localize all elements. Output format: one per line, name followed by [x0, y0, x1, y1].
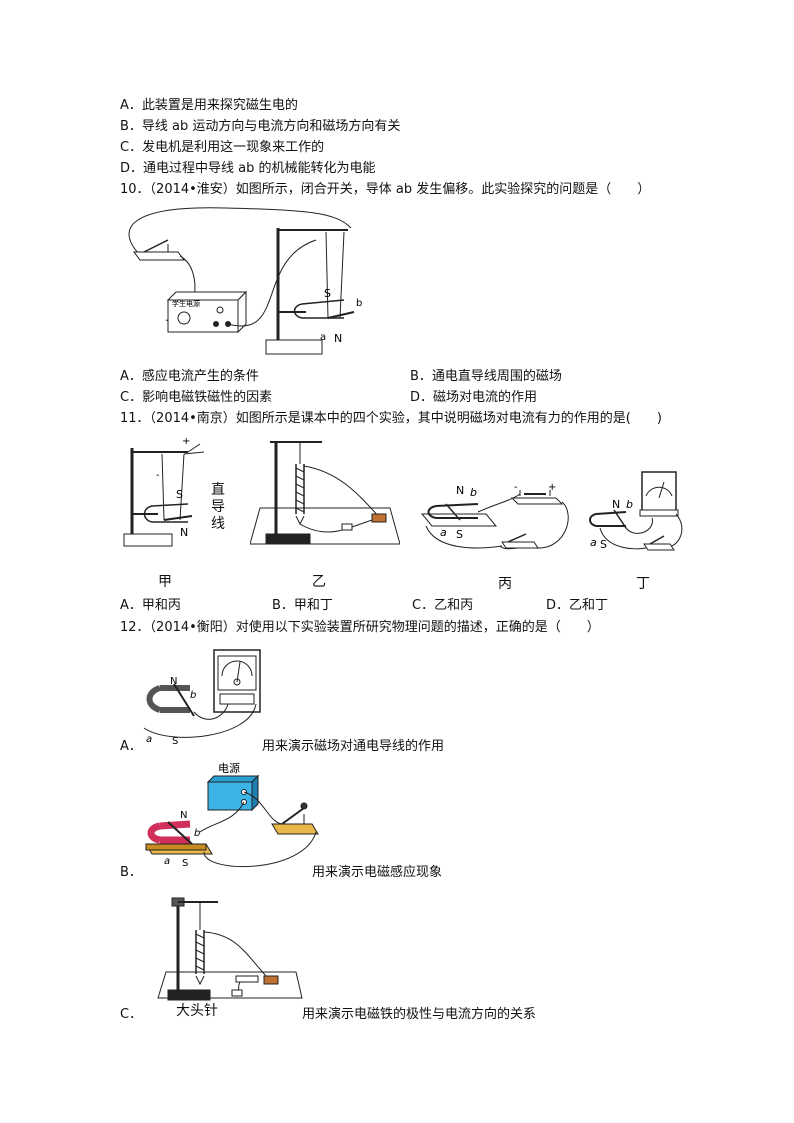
q12a-s: S	[172, 736, 178, 747]
q12-figure-a: N b a S	[143, 649, 261, 747]
q11-bing-n: N	[456, 484, 464, 497]
q12a-a: a	[146, 734, 152, 745]
q11-option-d: D．乙和丁	[546, 598, 609, 613]
q12-b-text: 用来演示电磁感应现象	[312, 865, 443, 880]
q11-bing-a: a	[440, 526, 447, 539]
q12a-b: b	[190, 690, 196, 701]
q11-caption-bing: 丙	[498, 576, 512, 592]
q12-c-letter: C．	[120, 1007, 143, 1022]
q10-label-b: b	[356, 298, 362, 309]
q11-bing-b: b	[470, 486, 477, 499]
q9-option-c: C．发电机是利用这一现象来工作的	[120, 140, 325, 155]
q12b-s: S	[182, 858, 188, 869]
q10-label-s: S	[324, 287, 331, 300]
q11-bing-minus: -	[514, 482, 518, 493]
q11-ding-b: b	[626, 498, 633, 511]
q11-jia-plus: +	[182, 438, 190, 447]
q9-option-b: B．导线 ab 运动方向与电流方向和磁场方向有关	[120, 119, 401, 134]
q11-option-c: C．乙和丙	[412, 598, 474, 613]
q11-option-a: A．甲和丙	[120, 598, 181, 613]
q11-caption-ding: 丁	[636, 576, 650, 592]
q10-option-a: A．感应电流产生的条件	[120, 369, 259, 384]
q11-figure-bing: N b a S - +	[420, 482, 569, 550]
q12b-power-label: 电源	[218, 762, 240, 775]
q11-bing-s: S	[456, 528, 463, 541]
q11-ding-n: N	[612, 498, 620, 511]
q11-caption-yi: 乙	[312, 574, 326, 590]
q12-a-text: 用来演示磁场对通电导线的作用	[262, 739, 445, 754]
q10-power-label: 学生电源	[172, 299, 200, 308]
q12c-pin-label: 大头针	[176, 1003, 218, 1019]
q11-figure-jia: + - S N	[123, 438, 205, 547]
q11-caption-jia: 甲	[158, 574, 172, 590]
q11-straight-wire-label: 直 导 线	[210, 482, 226, 533]
q12-figure-b: 电源 N b a S	[145, 762, 319, 869]
q11-ding-a: a	[590, 536, 597, 549]
q12a-n: N	[170, 676, 177, 687]
q11-figure-ding: N b a S	[589, 471, 683, 551]
q10-option-d: D．磁场对电流的作用	[410, 390, 538, 405]
q12b-n: N	[180, 810, 187, 821]
q10-label-a: a	[320, 332, 326, 343]
q9-option-d: D．通电过程中导线 ab 的机械能转化为电能	[120, 161, 376, 176]
q10-option-b: B．通电直导线周围的磁场	[410, 369, 562, 384]
q11-jia-s: S	[176, 488, 183, 501]
q12-stem: 12．（2014•衡阳）对使用以下实验装置所研究物理问题的描述，正确的是（ ）	[120, 620, 600, 635]
q11-stem: 11．（2014•南京）如图所示是课本中的四个实验，其中说明磁场对电流有力的作用…	[120, 411, 662, 426]
q11-wire-char: 线	[211, 516, 225, 532]
q11-jia-minus: -	[156, 470, 160, 481]
q12-b-letter: B．	[120, 865, 142, 880]
q10-stem: 10．（2014•淮安）如图所示，闭合开关，导体 ab 发生偏移。此实验探究的问…	[120, 182, 651, 197]
q10-label-n: N	[334, 332, 342, 345]
q11-wire-char: 导	[211, 499, 225, 515]
q11-option-b: B．甲和丁	[272, 598, 333, 613]
q10-figure: S N a b 学生电源	[128, 207, 362, 355]
q11-bing-plus: +	[548, 482, 556, 493]
q12b-a: a	[164, 856, 170, 867]
q11-figure-yi	[250, 441, 400, 545]
q12-a-letter: A．	[120, 739, 142, 754]
q12-figure-c	[157, 897, 303, 1001]
q12b-b: b	[194, 828, 200, 839]
q11-ding-s: S	[600, 538, 607, 551]
q10-option-c: C．影响电磁铁磁性的因素	[120, 390, 273, 405]
q11-wire-char: 直	[211, 482, 225, 498]
q9-option-a: A．此装置是用来探究磁生电的	[120, 98, 298, 113]
q12-c-text: 用来演示电磁铁的极性与电流方向的关系	[302, 1007, 537, 1022]
q11-jia-n: N	[180, 526, 188, 539]
